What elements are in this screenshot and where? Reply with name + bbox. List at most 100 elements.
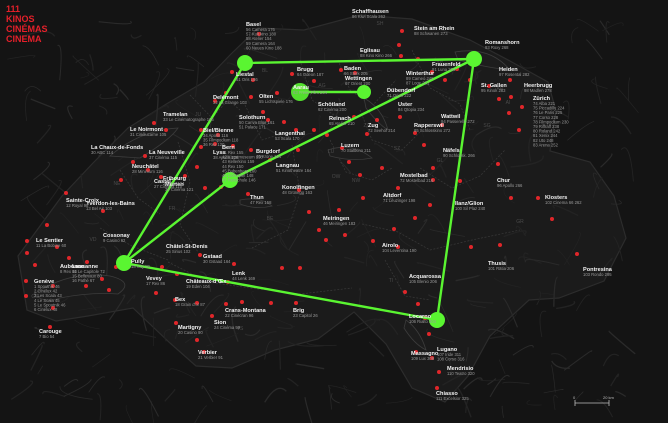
city-name: Winterthur: [406, 71, 435, 77]
relief-stroke: [408, 61, 418, 72]
route-segment-romanshorn-bern: [228, 57, 476, 182]
relief-stroke: [553, 394, 559, 410]
cinema-entry: 86 Kiwi Scala 262: [352, 14, 386, 19]
relief-stroke: [140, 296, 148, 331]
relief-stroke: [47, 254, 56, 274]
city-name: Castel: [154, 179, 171, 185]
cinema-entry: 107 Iride 311: [437, 352, 462, 357]
cinema-dot: [520, 105, 524, 109]
relief-stroke: [145, 68, 170, 96]
cinema-entry: 111 Excelsior 325: [436, 396, 469, 401]
relief-stroke: [118, 379, 123, 390]
city-name: Heerbrugg: [524, 83, 553, 89]
relief-stroke: [466, 298, 494, 304]
cinema-dot: [325, 133, 329, 137]
cinema-dot: [422, 143, 426, 147]
relief-stroke: [194, 62, 199, 97]
cinema-dot: [428, 203, 432, 207]
cinema-dot: [232, 262, 236, 266]
cinema-entry: 33 Le Cinématographe 106: [163, 117, 214, 122]
relief-stroke: [182, 298, 197, 317]
city-name: Ilanz/Glion: [455, 201, 484, 207]
relief-stroke: [465, 347, 469, 362]
relief-stroke: [156, 273, 176, 279]
cinema-entry: 47 Rex 158: [250, 200, 272, 205]
title-line-4: CINEMA: [6, 34, 42, 44]
cinema-dot: [51, 284, 55, 288]
relief-stroke: [470, 303, 486, 308]
city-name: Thun: [250, 195, 264, 201]
city-name: Verbier: [198, 350, 218, 356]
relief-stroke: [264, 340, 273, 360]
cinema-dot: [143, 154, 147, 158]
relief-stroke: [307, 80, 333, 90]
relief-stroke: [31, 341, 45, 356]
relief-stroke: [489, 335, 514, 340]
relief-stroke: [84, 222, 100, 225]
relief-stroke: [175, 67, 195, 72]
cinema-dot: [152, 121, 156, 125]
cinema-dot: [414, 350, 418, 354]
cinema-entry: 95 Kinok 283: [481, 88, 506, 93]
relief-stroke: [512, 345, 534, 356]
canton-label-vs: VS: [237, 326, 244, 332]
city-name: Eglisau: [360, 48, 380, 54]
cinema-dot: [24, 279, 28, 283]
cinema-dot: [24, 294, 28, 298]
relief-stroke: [605, 21, 610, 43]
relief-stroke: [455, 387, 472, 418]
cinema-entry: 56 Camera 176: [246, 27, 276, 32]
city-name: Zug: [368, 123, 379, 129]
relief-stroke: [602, 353, 620, 367]
relief-stroke: [515, 225, 527, 237]
relief-stroke: [75, 59, 89, 66]
cinema-entry: 61 Oris 186: [236, 77, 258, 82]
cinema-dot: [195, 338, 199, 342]
city-name: Mostelbad: [400, 173, 428, 179]
cinema-dot: [85, 260, 89, 264]
cinema-dot: [290, 72, 294, 76]
cinema-dot: [392, 227, 396, 231]
cinema-dot: [213, 142, 217, 146]
relief-stroke: [97, 135, 116, 157]
cinema-dot: [431, 166, 435, 170]
relief-stroke: [503, 230, 527, 238]
relief-stroke: [356, 228, 380, 238]
city-name: Wettingen: [345, 76, 373, 82]
cinema-entry: 96 Apollo 266: [497, 183, 523, 188]
relief-stroke: [153, 307, 171, 314]
cinema-dot: [203, 186, 207, 190]
relief-stroke: [412, 174, 436, 198]
canton-label-sz: SZ: [394, 146, 400, 152]
relief-stroke: [243, 47, 278, 59]
relief-stroke: [283, 307, 302, 313]
cinema-dot: [396, 245, 400, 249]
relief-stroke: [610, 199, 622, 205]
canton-label-nw: NW: [352, 178, 361, 184]
map-title: 111 KINOS CINÉMAS CINEMA: [6, 4, 48, 44]
relief-stroke: [508, 132, 521, 134]
relief-stroke: [255, 28, 267, 42]
cinema-dot: [340, 146, 344, 150]
relief-stroke: [169, 230, 175, 259]
cinema-entry: 71 Leuzinger 198: [383, 198, 416, 203]
relief-stroke: [36, 124, 52, 144]
canton-label-so: SO: [261, 121, 268, 127]
relief-stroke: [180, 291, 191, 314]
relief-stroke: [63, 379, 92, 397]
city-name: Airolo: [382, 243, 399, 249]
cinema-entry: 71 Orion 222: [387, 93, 412, 98]
cinema-dot: [427, 332, 431, 336]
canton-label-vd: VD: [90, 237, 97, 243]
relief-stroke: [363, 240, 369, 253]
city-name: Altdorf: [383, 193, 401, 199]
cinema-entry: 108 Corso 316: [437, 357, 465, 362]
relief-stroke: [592, 172, 600, 190]
relief-stroke: [257, 278, 289, 286]
cinema-dot: [84, 284, 88, 288]
cinema-entry: 70 Stattkino 211: [341, 148, 372, 153]
